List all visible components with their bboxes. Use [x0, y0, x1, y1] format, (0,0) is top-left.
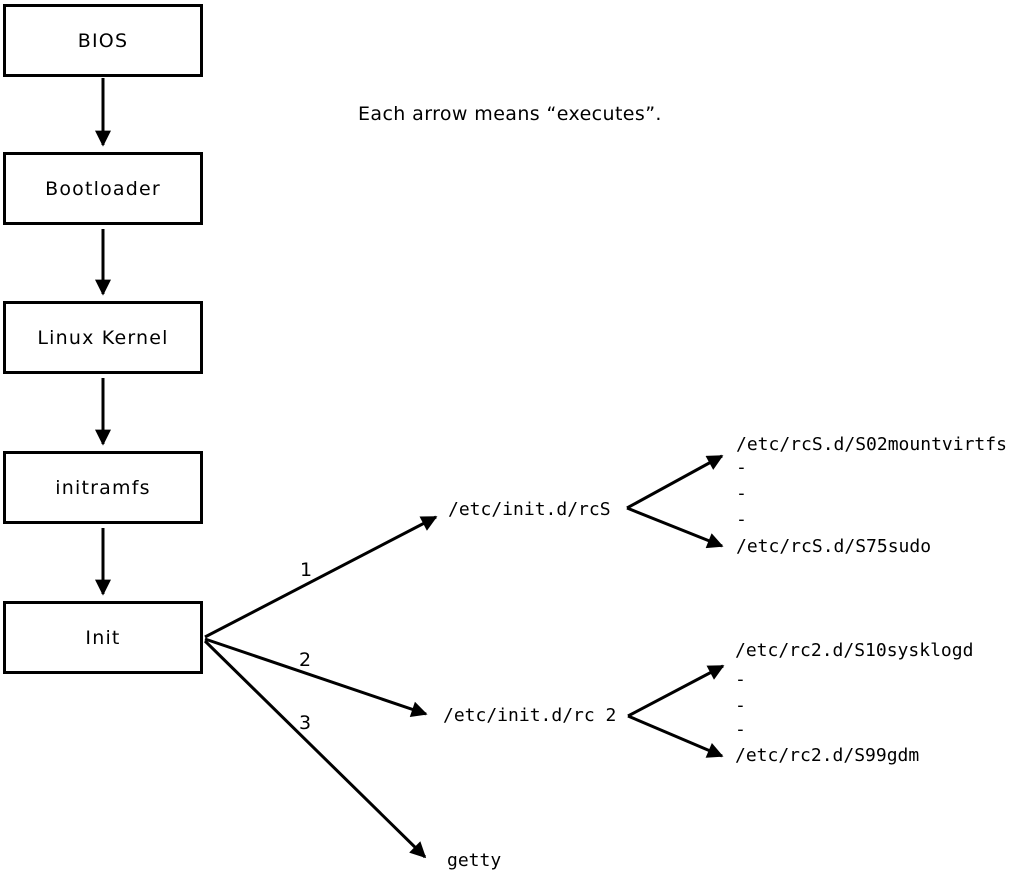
init-box: Init — [3, 601, 203, 674]
ellipsis-dash: - — [735, 669, 746, 690]
path-label-rcs: /etc/init.d/rcS — [448, 499, 611, 520]
ellipsis-dash: - — [736, 509, 747, 530]
path-label-s02mountvirtfs: /etc/rcS.d/S02mountvirtfs — [736, 434, 1007, 455]
ellipsis-dash: - — [736, 483, 747, 504]
initramfs-label: initramfs — [55, 476, 151, 499]
arrow-number-2: 2 — [298, 649, 312, 671]
bios-label: BIOS — [77, 29, 129, 52]
bios-box: BIOS — [3, 4, 203, 77]
arrow-init-to-getty — [203, 639, 427, 859]
arrow-init-to-rcs — [204, 515, 438, 639]
arrow-rcs-to-s02 — [626, 454, 724, 510]
arrow-rc2-to-s99 — [627, 714, 724, 758]
path-label-s75sudo: /etc/rcS.d/S75sudo — [736, 536, 932, 557]
initramfs-box: initramfs — [3, 451, 203, 524]
arrow-number-3: 3 — [298, 712, 312, 734]
arrow-rcs-to-s75 — [626, 506, 724, 549]
bootloader-box: Bootloader — [3, 152, 203, 225]
linux-kernel-box: Linux Kernel — [3, 301, 203, 374]
arrow-rc2-to-s10 — [627, 664, 725, 718]
arrow-init-to-rc2 — [204, 637, 428, 717]
init-label: Init — [85, 626, 121, 649]
linux-kernel-label: Linux Kernel — [37, 326, 169, 349]
path-label-s99gdm: /etc/rc2.d/S99gdm — [735, 745, 920, 766]
path-label-getty: getty — [447, 850, 502, 871]
ellipsis-dash: - — [735, 695, 746, 716]
note-text: Each arrow means “executes”. — [358, 103, 662, 125]
ellipsis-dash: - — [736, 457, 747, 478]
path-label-s10sysklogd: /etc/rc2.d/S10sysklogd — [735, 640, 974, 661]
path-label-rc2: /etc/init.d/rc 2 — [443, 705, 617, 726]
ellipsis-dash: - — [735, 719, 746, 740]
arrow-number-1: 1 — [299, 559, 313, 581]
bootloader-label: Bootloader — [45, 177, 161, 200]
